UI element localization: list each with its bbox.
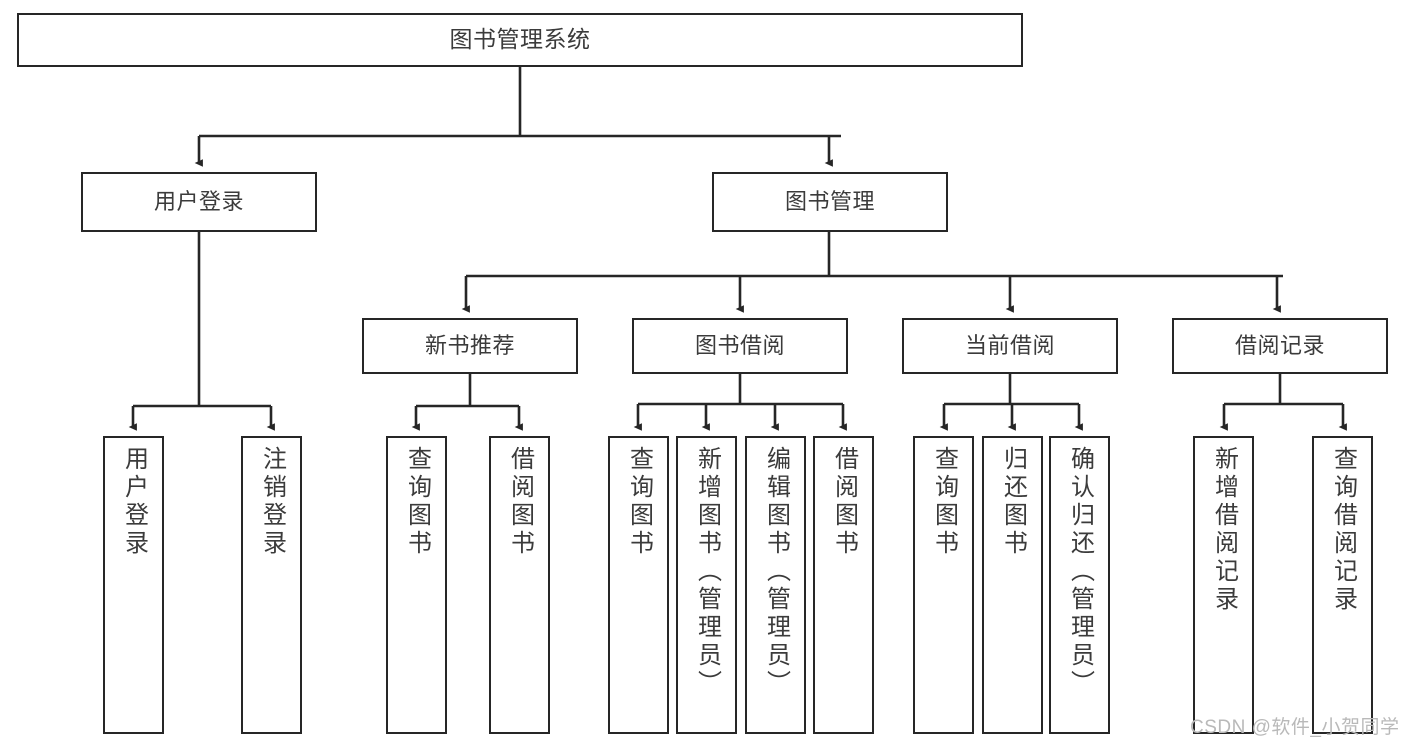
node-new-book-recommend[interactable]: 新书推荐 bbox=[362, 318, 578, 374]
leaf-borrow-add-book-admin[interactable]: 新增图书（管理员） bbox=[676, 436, 737, 734]
node-label: 图书管理系统 bbox=[449, 26, 591, 53]
node-label: 借阅记录 bbox=[1234, 333, 1325, 359]
node-book-borrow[interactable]: 图书借阅 bbox=[632, 318, 848, 374]
node-label: 编辑图书（管理员） bbox=[762, 446, 790, 698]
node-book-management[interactable]: 图书管理 bbox=[712, 172, 948, 232]
node-user-login[interactable]: 用户登录 bbox=[81, 172, 317, 232]
node-label: 查询图书 bbox=[930, 446, 958, 558]
leaf-records-add-record[interactable]: 新增借阅记录 bbox=[1193, 436, 1254, 734]
node-label: 查询图书 bbox=[403, 446, 431, 558]
node-label: 新增图书（管理员） bbox=[693, 446, 721, 698]
node-label: 图书管理 bbox=[784, 189, 875, 215]
node-root-system[interactable]: 图书管理系统 bbox=[17, 13, 1023, 67]
node-label: 归还图书 bbox=[999, 446, 1027, 558]
node-current-borrow[interactable]: 当前借阅 bbox=[902, 318, 1118, 374]
node-label: 查询图书 bbox=[625, 446, 653, 558]
node-label: 用户登录 bbox=[153, 189, 244, 215]
node-label: 新增借阅记录 bbox=[1210, 446, 1238, 614]
leaf-borrow-borrow-book[interactable]: 借阅图书 bbox=[813, 436, 874, 734]
node-label: 查询借阅记录 bbox=[1329, 446, 1357, 614]
leaf-current-return-book[interactable]: 归还图书 bbox=[982, 436, 1043, 734]
node-borrow-records[interactable]: 借阅记录 bbox=[1172, 318, 1388, 374]
leaf-borrow-edit-book-admin[interactable]: 编辑图书（管理员） bbox=[745, 436, 806, 734]
node-label: 图书借阅 bbox=[694, 333, 785, 359]
node-label: 注销登录 bbox=[258, 446, 286, 558]
leaf-recommend-query-book[interactable]: 查询图书 bbox=[386, 436, 447, 734]
node-label: 借阅图书 bbox=[830, 446, 858, 558]
leaf-user-login-login[interactable]: 用户登录 bbox=[103, 436, 164, 734]
node-label: 确认归还（管理员） bbox=[1066, 446, 1094, 698]
leaf-records-query-record[interactable]: 查询借阅记录 bbox=[1312, 436, 1373, 734]
leaf-current-confirm-return-admin[interactable]: 确认归还（管理员） bbox=[1049, 436, 1110, 734]
node-label: 借阅图书 bbox=[506, 446, 534, 558]
leaf-current-query-book[interactable]: 查询图书 bbox=[913, 436, 974, 734]
leaf-user-login-logout[interactable]: 注销登录 bbox=[241, 436, 302, 734]
node-label: 新书推荐 bbox=[424, 333, 515, 359]
leaf-borrow-query-book[interactable]: 查询图书 bbox=[608, 436, 669, 734]
node-label: 用户登录 bbox=[120, 446, 148, 558]
node-label: 当前借阅 bbox=[964, 333, 1055, 359]
leaf-recommend-borrow-book[interactable]: 借阅图书 bbox=[489, 436, 550, 734]
